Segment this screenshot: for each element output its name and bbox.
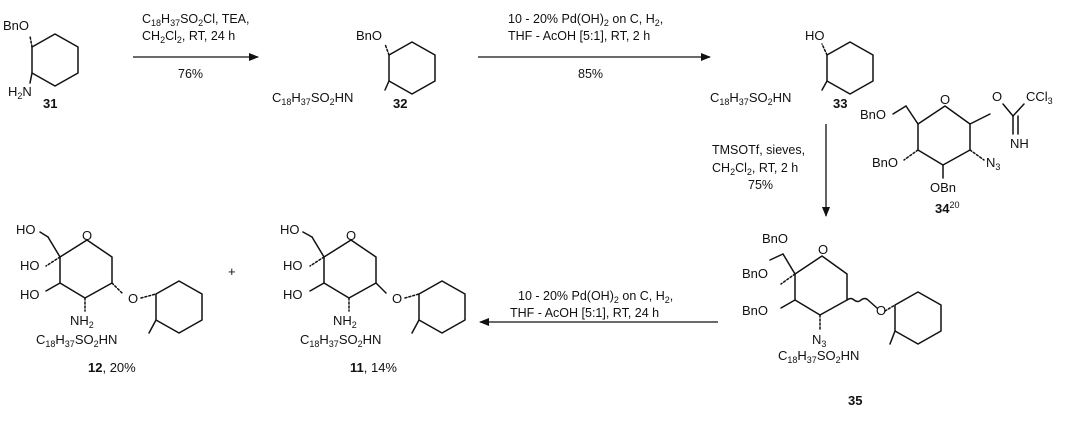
bno-label: BnO — [3, 18, 29, 33]
sulfonamide-label: C18H37SO2HN — [272, 90, 353, 107]
compound-31: BnO H2N 31 — [3, 18, 79, 111]
compound-32: BnO C18H37SO2HN 32 — [272, 28, 436, 111]
bno-label: BnO — [356, 28, 382, 43]
h2n-label: H2N — [8, 84, 32, 101]
ring-oxygen-label: O — [82, 228, 92, 243]
nh2-label: NH2 — [70, 313, 94, 330]
bno-label: BnO — [860, 107, 886, 122]
n3-label: N3 — [812, 332, 826, 349]
compound-35: BnO BnO BnO O O N3 C18H37SO2HN 35 — [742, 231, 942, 408]
sulfonamide-label: C18H37SO2HN — [300, 332, 381, 349]
compound-number-34: 3420 — [935, 200, 959, 216]
anomeric-oxygen-label: O — [992, 89, 1002, 104]
step4-solvent: THF - AcOH [5:1], RT, 24 h — [510, 306, 659, 320]
ring-oxygen-label: O — [940, 92, 950, 107]
step3-line2: CH2Cl2, RT, 2 h — [712, 161, 798, 177]
n3-label: N3 — [986, 155, 1000, 172]
ho-label: HO — [16, 222, 36, 237]
ring-oxygen-label: O — [346, 228, 356, 243]
nh-label: NH — [1010, 136, 1029, 151]
compound-number-31: 31 — [43, 96, 57, 111]
compound-number-35: 35 — [848, 393, 862, 408]
glycosidic-oxygen-label: O — [392, 291, 402, 306]
plus-sign: + — [228, 264, 236, 279]
compound-label-12: 12, 20% — [88, 360, 136, 375]
ho-label: HO — [283, 287, 303, 302]
sulfonamide-label: C18H37SO2HN — [710, 90, 791, 107]
bno-label: BnO — [872, 155, 898, 170]
step2-reagents: 10 - 20% Pd(OH)2 on C, H2, — [508, 12, 663, 28]
step3-line1: TMSOTf, sieves, — [712, 143, 805, 157]
glycosidic-oxygen-label: O — [876, 303, 886, 318]
step4-reagents: 10 - 20% Pd(OH)2 on C, H2, — [518, 289, 673, 305]
sulfonamide-label: C18H37SO2HN — [36, 332, 117, 349]
step1-reagents: C18H37SO2Cl, TEA, — [142, 12, 249, 28]
bno-label: BnO — [762, 231, 788, 246]
sulfonamide-label: C18H37SO2HN — [778, 348, 859, 365]
compound-12: HO HO HO O O NH2 C18H37SO2HN 12, 20% — [16, 222, 203, 375]
nh2-label: NH2 — [333, 313, 357, 330]
ho-label: HO — [280, 222, 300, 237]
compound-label-11: 11, 14% — [350, 360, 397, 375]
step1-solvent: CH2Cl2, RT, 24 h — [142, 29, 235, 45]
compound-number-33: 33 — [833, 96, 847, 111]
bno-label: BnO — [742, 303, 768, 318]
ring-oxygen-label: O — [818, 242, 828, 257]
compound-33: HO C18H37SO2HN 33 — [710, 28, 874, 111]
step2-solvent: THF - AcOH [5:1], RT, 2 h — [508, 29, 650, 43]
ho-label: HO — [283, 258, 303, 273]
ho-label: HO — [805, 28, 825, 43]
ho-label: HO — [20, 287, 40, 302]
obn-label: OBn — [930, 180, 956, 195]
bno-label: BnO — [742, 266, 768, 281]
ccl3-label: CCl3 — [1026, 89, 1053, 106]
step3-yield: 75% — [748, 178, 773, 192]
ho-label: HO — [20, 258, 40, 273]
step2-yield: 85% — [578, 67, 603, 81]
compound-34: BnO O O CCl3 NH N3 BnO OBn 3420 — [860, 89, 1053, 216]
step1-yield: 76% — [178, 67, 203, 81]
glycosidic-oxygen-label: O — [128, 291, 138, 306]
compound-11: HO HO HO O O NH2 C18H37SO2HN 11, 14% — [280, 222, 466, 375]
compound-number-32: 32 — [393, 96, 407, 111]
